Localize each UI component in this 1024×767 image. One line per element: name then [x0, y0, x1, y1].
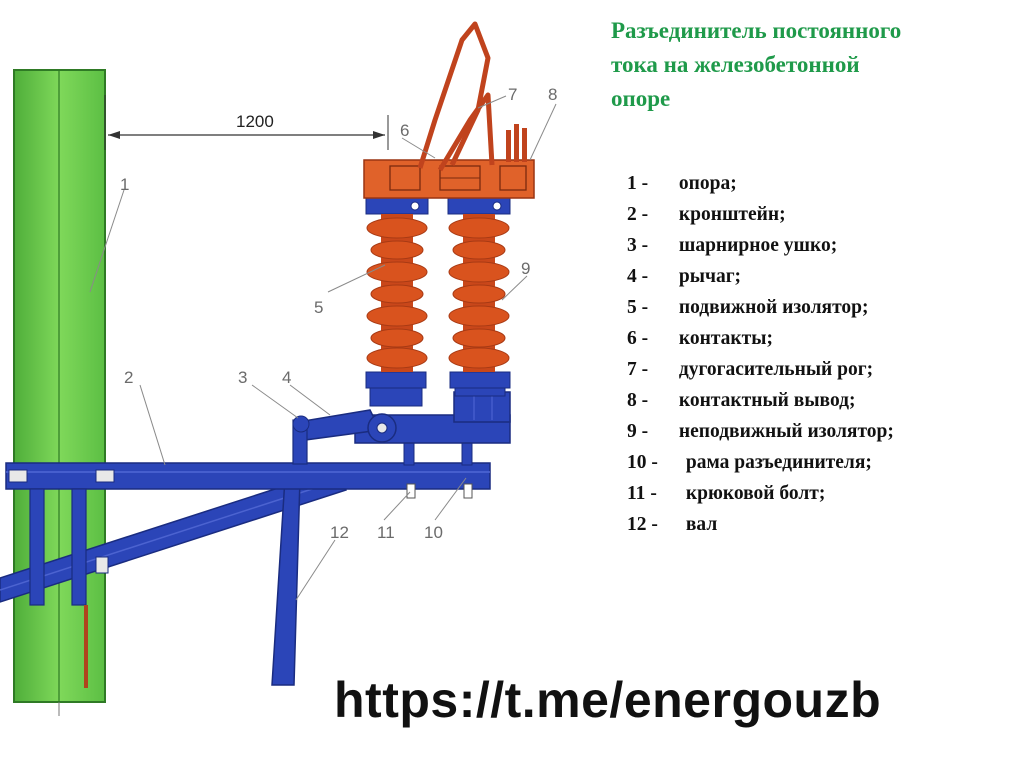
legend-number: 9 -	[627, 421, 649, 442]
legend-item: 6 - контакты;	[627, 323, 894, 354]
legend-text: вал	[685, 514, 718, 535]
legend-text: рама разъединителя;	[685, 452, 872, 473]
legend-number: 1 -	[627, 173, 649, 194]
contact-terminal	[506, 124, 527, 162]
callout-3: 3	[238, 368, 247, 387]
callout-2: 2	[124, 368, 133, 387]
legend-number: 11 -	[627, 483, 657, 504]
callout-4: 4	[282, 368, 291, 387]
callout-11: 11	[377, 523, 395, 542]
legend-text: контактный вывод;	[678, 390, 856, 411]
telegram-link[interactable]: https://t.me/energouzb	[334, 672, 882, 728]
legend-number: 3 -	[627, 235, 649, 256]
callout-7: 7	[508, 85, 517, 104]
legend-item: 12 - вал	[627, 509, 894, 540]
callout-labels: 1 2 3 4 5 6 7 8 9 10 11 12	[120, 85, 557, 542]
legend-text: рычаг;	[678, 266, 742, 287]
title-line-3: опоре	[611, 86, 671, 111]
callout-10: 10	[424, 523, 443, 542]
callout-8: 8	[548, 85, 557, 104]
legend-text: шарнирное ушко;	[678, 235, 838, 256]
callout-5: 5	[314, 298, 323, 317]
legend-number: 4 -	[627, 266, 649, 287]
legend-item: 4 - рычаг;	[627, 261, 894, 292]
legend-item: 3 - шарнирное ушко;	[627, 230, 894, 261]
legend-text: дугогасительный рог;	[678, 359, 874, 380]
legend-number: 7 -	[627, 359, 649, 380]
legend-item: 7 - дугогасительный рог;	[627, 354, 894, 385]
title-line-1: Разъединитель постоянного	[611, 18, 902, 43]
diagram-title: Разъединитель постоянного тока на железо…	[611, 14, 1011, 116]
legend-item: 1 - опора;	[627, 168, 894, 199]
movable-insulator	[366, 214, 428, 372]
legend-item: 5 - подвижной изолятор;	[627, 292, 894, 323]
legend-item: 10 - рама разъединителя;	[627, 447, 894, 478]
arcing-horn	[417, 21, 495, 172]
legend-text: подвижной изолятор;	[678, 297, 869, 318]
legend-item: 11 - крюковой болт;	[627, 478, 894, 509]
legend-text: кронштейн;	[678, 204, 786, 225]
legend-text: неподвижный изолятор;	[678, 421, 894, 442]
legend-number: 12 -	[627, 514, 658, 535]
legend-item: 9 - неподвижный изолятор;	[627, 416, 894, 447]
legend: 1 - опора; 2 - кронштейн; 3 - шарнирное …	[627, 168, 894, 540]
lever	[292, 409, 397, 465]
legend-text: опора;	[678, 173, 737, 194]
dimension-label: 1200	[236, 112, 274, 131]
legend-text: крюковой болт;	[685, 483, 826, 504]
legend-number: 10 -	[627, 452, 658, 473]
callout-1: 1	[120, 175, 129, 194]
legend-item: 2 - кронштейн;	[627, 199, 894, 230]
dimension-line: 1200	[104, 95, 389, 150]
legend-number: 5 -	[627, 297, 649, 318]
callout-12: 12	[330, 523, 349, 542]
legend-item: 8 - контактный вывод;	[627, 385, 894, 416]
bracket	[5, 462, 491, 688]
callout-6: 6	[400, 121, 409, 140]
title-line-2: тока на железобетонной	[611, 52, 860, 77]
legend-number: 6 -	[627, 328, 649, 349]
pole	[13, 69, 106, 716]
legend-number: 2 -	[627, 204, 649, 225]
hook-bolts	[403, 442, 473, 499]
contacts	[363, 159, 535, 211]
callout-9: 9	[521, 259, 530, 278]
fixed-insulator	[448, 214, 510, 372]
legend-number: 8 -	[627, 390, 649, 411]
callout-leaders	[89, 95, 557, 601]
legend-text: контакты;	[678, 328, 773, 349]
